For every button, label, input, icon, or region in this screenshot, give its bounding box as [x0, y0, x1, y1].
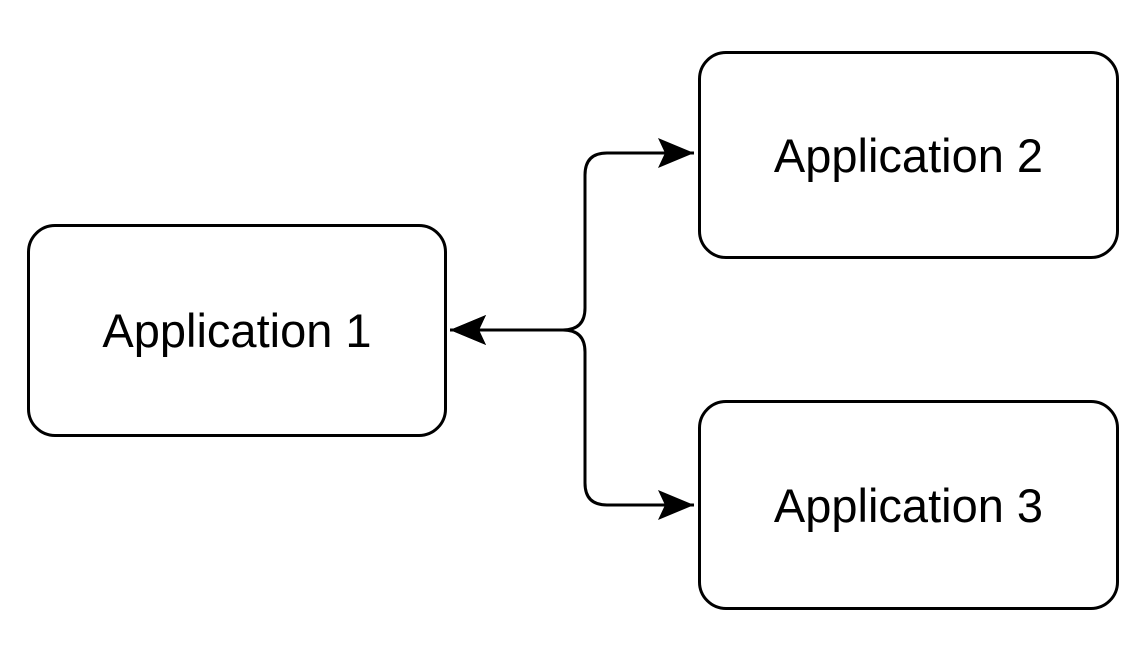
edge-app1-app2 [450, 138, 694, 345]
edge-app1-app3 [450, 315, 694, 520]
node-application-3: Application 3 [698, 400, 1119, 610]
node-application-2-label: Application 2 [773, 128, 1044, 182]
node-application-3-label: Application 3 [773, 478, 1044, 532]
node-application-2: Application 2 [698, 51, 1119, 259]
node-application-1-label: Application 1 [102, 304, 372, 357]
node-application-1: Application 1 [27, 224, 447, 437]
